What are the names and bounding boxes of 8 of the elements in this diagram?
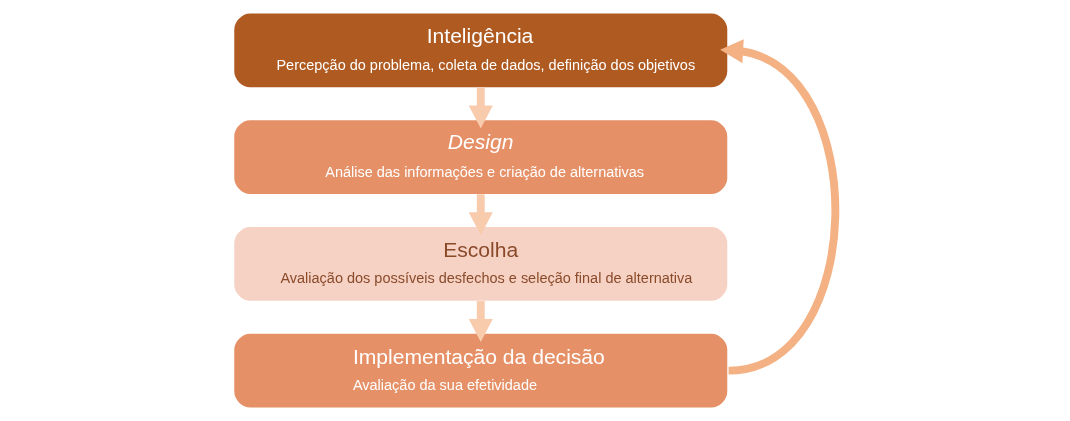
node-box: Implementação da decisão Avaliação da sua efetividade xyxy=(234,333,728,408)
arrow xyxy=(468,87,493,129)
arrow xyxy=(468,301,493,342)
node-box: Design Análise das informações e criação de alternativas xyxy=(234,120,728,194)
node-box: Inteligência Percepção do problema, coleta de dados, definição dos objetivos xyxy=(234,13,728,88)
arrow xyxy=(720,39,840,375)
node-box: Escolha Avaliação dos possíveis desfechos e seleção final de alternativa xyxy=(234,227,728,301)
arrow xyxy=(468,194,493,236)
